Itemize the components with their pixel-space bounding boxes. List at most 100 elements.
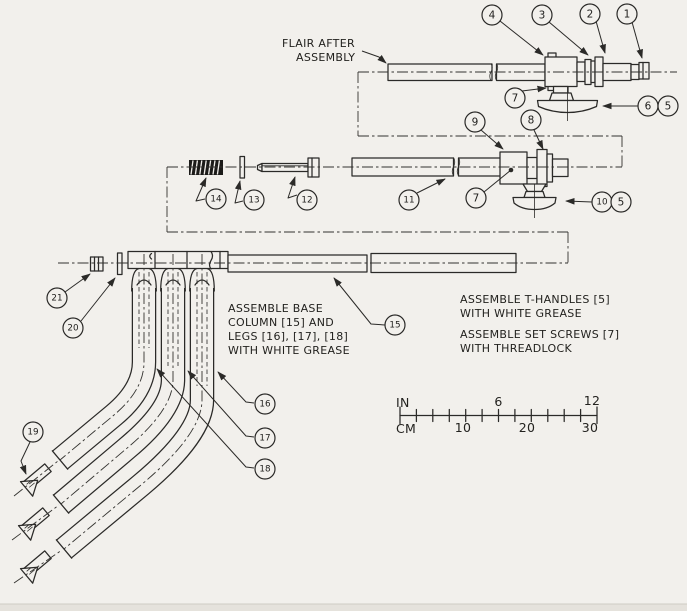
scale-in-6: 6 bbox=[494, 394, 502, 409]
callout-number-19: 19 bbox=[27, 428, 38, 438]
callout-circle-4 bbox=[481, 4, 503, 26]
note-base-line4: WITH WHITE GREASE bbox=[228, 344, 350, 357]
base-column-tube-15 bbox=[227, 254, 368, 273]
nut-21 bbox=[89, 256, 104, 272]
callout-number-2: 2 bbox=[587, 9, 594, 21]
callout-number-16: 16 bbox=[259, 400, 271, 410]
callout-circle-2 bbox=[579, 3, 601, 25]
callout-number-17: 17 bbox=[259, 434, 270, 444]
scale-cm-30: 30 bbox=[582, 420, 599, 435]
scale-in-12: 12 bbox=[584, 393, 601, 408]
callout-7: 7 bbox=[465, 167, 514, 209]
callout-4: 4 bbox=[481, 4, 544, 56]
t-handle-collar bbox=[548, 92, 575, 102]
callout-number-5: 5 bbox=[618, 197, 625, 209]
centerlines bbox=[11, 71, 677, 584]
callout-circle-19 bbox=[22, 421, 44, 443]
ring bbox=[546, 153, 554, 183]
note-flair-leader bbox=[361, 50, 387, 64]
callout-number-13: 13 bbox=[248, 196, 259, 206]
note-set-screws: ASSEMBLE SET SCREWS [7] WITH THREADLOCK bbox=[460, 328, 619, 355]
callout-number-15: 15 bbox=[389, 321, 400, 331]
callout-number-3: 3 bbox=[539, 10, 546, 22]
callout-number-1: 1 bbox=[624, 9, 631, 21]
callout-number-9: 9 bbox=[472, 117, 479, 129]
callout-circle-7 bbox=[465, 187, 487, 209]
callout-circle-1 bbox=[616, 3, 638, 25]
scale-cm-10: 10 bbox=[455, 420, 472, 435]
spring-14 bbox=[189, 160, 223, 175]
callout-circle-7 bbox=[504, 87, 526, 109]
note-t-handles: ASSEMBLE T-HANDLES [5] WITH WHITE GREASE bbox=[460, 293, 610, 320]
bolt-12 bbox=[256, 157, 320, 178]
washer-20 bbox=[116, 252, 123, 276]
callout-number-7: 7 bbox=[512, 93, 519, 105]
callout-1: 1 bbox=[616, 3, 643, 59]
callout-circle-16 bbox=[254, 393, 276, 415]
scale-unit-in: IN bbox=[396, 395, 410, 410]
callout-number-4: 4 bbox=[489, 10, 496, 22]
callout-circle-15 bbox=[384, 314, 406, 336]
leg-hub bbox=[127, 250, 229, 270]
callout-14: 14 bbox=[195, 177, 227, 210]
note-base-line1: ASSEMBLE BASE bbox=[228, 302, 323, 315]
note-base-line3: LEGS [16], [17], [18] bbox=[228, 330, 348, 343]
callout-number-10: 10 bbox=[596, 198, 608, 208]
callout-8: 8 bbox=[520, 109, 544, 150]
callout-number-12: 12 bbox=[301, 196, 312, 206]
callout-5: 5 bbox=[657, 95, 679, 117]
callout-19: 19 bbox=[19, 421, 44, 475]
callout-11: 11 bbox=[398, 178, 446, 211]
callout-number-11: 11 bbox=[403, 196, 414, 206]
callout-circle-17 bbox=[254, 427, 276, 449]
callout-circle-5 bbox=[657, 95, 679, 117]
callout-20: 20 bbox=[62, 277, 116, 339]
tube-break-mark bbox=[456, 157, 461, 177]
foot-19-b bbox=[17, 507, 50, 541]
callout-9: 9 bbox=[464, 111, 504, 150]
note-base-line2: COLUMN [15] AND bbox=[228, 316, 334, 329]
end-cap-1 bbox=[638, 61, 650, 80]
note-thandle-line1: ASSEMBLE T-HANDLES [5] bbox=[460, 293, 610, 306]
hub-break-mark bbox=[208, 250, 214, 270]
callout-18: 18 bbox=[156, 368, 276, 480]
callout-circle-11 bbox=[398, 189, 420, 211]
callout-3: 3 bbox=[531, 4, 589, 56]
callout-number-20: 20 bbox=[67, 324, 79, 334]
callout-circle-21 bbox=[46, 287, 68, 309]
callout-16: 16 bbox=[217, 371, 276, 415]
scale-cm-20: 20 bbox=[519, 420, 536, 435]
page-edge bbox=[0, 604, 687, 611]
note-flair-line2: ASSEMBLY bbox=[296, 51, 355, 64]
note-flair-line1: FLAIR AFTER bbox=[282, 37, 355, 50]
note-thandle-line2: WITH WHITE GREASE bbox=[460, 307, 582, 320]
callout-21: 21 bbox=[46, 273, 91, 309]
callout-number-8: 8 bbox=[528, 115, 535, 127]
callout-number-6: 6 bbox=[645, 101, 652, 113]
clamp-body-mid bbox=[499, 151, 528, 185]
flange-8 bbox=[536, 148, 548, 188]
note-base-column: ASSEMBLE BASE COLUMN [15] AND LEGS [16],… bbox=[228, 302, 350, 357]
leg-hidden-lines bbox=[138, 272, 208, 386]
note-flair: FLAIR AFTER ASSEMBLY bbox=[282, 37, 387, 64]
callout-17: 17 bbox=[187, 370, 276, 449]
stub-tube bbox=[551, 158, 569, 178]
callout-circle-3 bbox=[531, 4, 553, 26]
callout-2: 2 bbox=[579, 3, 606, 54]
scale-unit-cm: CM bbox=[396, 421, 416, 436]
callout-number-5: 5 bbox=[665, 101, 672, 113]
t-handle-neck bbox=[552, 85, 569, 94]
callout-circle-8 bbox=[520, 109, 542, 131]
note-setscrew-line2: WITH THREADLOCK bbox=[460, 342, 572, 355]
callout-5: 5 bbox=[610, 191, 632, 213]
callout-circle-5 bbox=[610, 191, 632, 213]
callout-number-14: 14 bbox=[210, 195, 222, 205]
callout-number-18: 18 bbox=[259, 465, 270, 475]
callout-circle-18 bbox=[254, 458, 276, 480]
callout-13: 13 bbox=[234, 180, 265, 211]
callout-circle-12 bbox=[296, 189, 318, 211]
callout-12: 12 bbox=[287, 176, 318, 211]
callout-circle-20 bbox=[62, 317, 84, 339]
foot-19-c bbox=[19, 550, 52, 584]
